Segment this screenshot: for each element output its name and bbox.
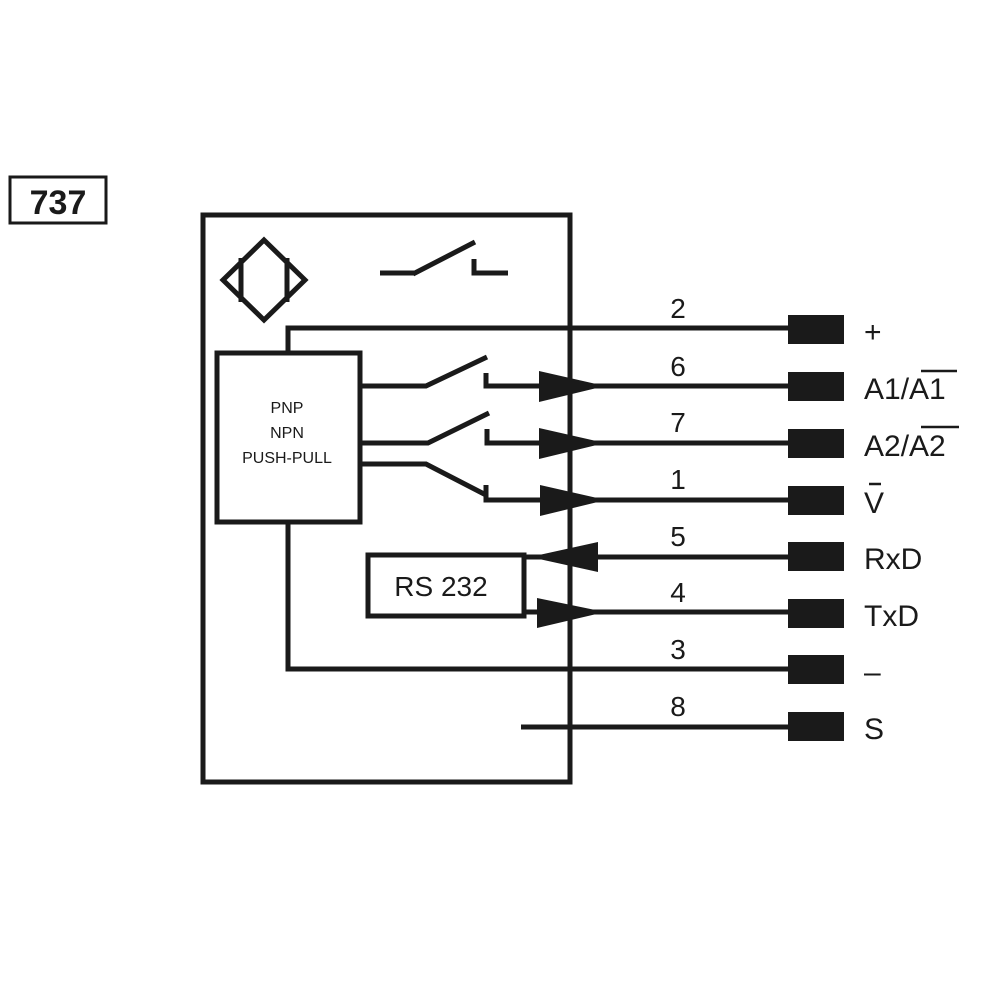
wire-pin-3: [285, 522, 800, 672]
terminal-label-v: V: [864, 487, 884, 520]
wire-pin-1: [483, 485, 800, 503]
wire-pin-2: [285, 325, 800, 353]
arrow-out-pin-4: [537, 598, 605, 628]
wire-switch-2-lever: [360, 410, 491, 446]
terminal-label-txd: TxD: [864, 600, 919, 633]
terminal-pin-1: [788, 486, 844, 515]
pin-numbers: 2 6 7 1 5 4 3 8: [670, 293, 686, 722]
terminal-label-s: S: [864, 713, 884, 746]
arrow-in-pin-5: [530, 542, 598, 572]
terminal-pin-5: [788, 542, 844, 571]
pin-number: 6: [670, 351, 686, 382]
diagram-id-badge: 737: [8, 175, 108, 225]
pin-number: 7: [670, 407, 686, 438]
pin-number: 2: [670, 293, 686, 324]
terminal-pin-4: [788, 599, 844, 628]
output-driver-block: PNP NPN PUSH-PULL: [214, 350, 363, 525]
pin-number: 5: [670, 521, 686, 552]
terminal-labels: + A1/A1 A2/A2 V RxD TxD – S: [864, 316, 959, 746]
wire-switch-3-lever: [360, 461, 488, 498]
rs232-block-frame: [365, 552, 527, 619]
rs232-block: RS 232: [365, 552, 527, 619]
terminal-pin-8: [788, 712, 844, 741]
pin-number: 1: [670, 464, 686, 495]
terminal-pin-3: [788, 655, 844, 684]
terminal-label-a2: A2/A2: [864, 430, 946, 463]
wire-pin-7: [484, 429, 800, 446]
pin-number: 4: [670, 577, 686, 608]
driver-mode-pnp: PNP: [271, 400, 304, 417]
wire-switch-1-lever: [360, 354, 489, 389]
pin-number: 8: [670, 691, 686, 722]
rs232-label: RS 232: [394, 571, 487, 602]
terminal-label-a1: A1/A1: [864, 373, 946, 406]
terminal-label-plus: +: [864, 316, 882, 349]
arrow-out-pin-6: [539, 371, 605, 402]
id-badge-text: 737: [30, 184, 87, 222]
inductive-sensor-icon: [219, 236, 309, 324]
arrow-out-pin-7: [539, 428, 605, 459]
driver-mode-npn: NPN: [270, 425, 304, 442]
terminal-label-rxd: RxD: [864, 543, 922, 576]
terminal-blocks: [788, 315, 844, 741]
wire-pin-6: [483, 373, 800, 389]
id-badge-frame: [8, 175, 108, 225]
arrow-out-pin-1: [540, 485, 606, 516]
terminal-pin-7: [788, 429, 844, 458]
pin-number: 3: [670, 634, 686, 665]
terminal-pin-6: [788, 372, 844, 401]
terminal-pin-2: [788, 315, 844, 344]
normally-open-switch-icon: [380, 239, 508, 277]
terminal-label-minus: –: [864, 656, 881, 689]
driver-mode-push-pull: PUSH-PULL: [242, 450, 332, 467]
signal-arrows: [530, 371, 606, 628]
